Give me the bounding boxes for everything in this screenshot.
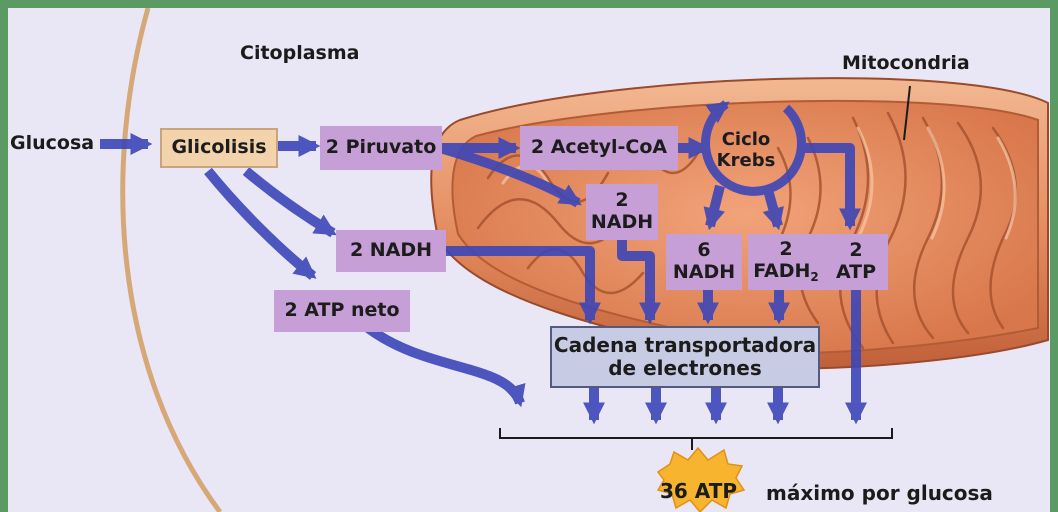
arrow-atpneto-down [368, 328, 520, 403]
cadena-line2: de electrones [608, 357, 762, 380]
diagram-stage: Citoplasma Mitocondria Glucosa máximo po… [8, 8, 1050, 512]
atp-krebs-box: 2 ATP [824, 234, 888, 290]
total-atp-label: 36 ATP [660, 479, 737, 503]
fadh-label-wrap: FADH2 [753, 261, 819, 285]
ciclo-line1: Ciclo [722, 130, 771, 151]
atp-krebs-num: 2 [849, 240, 862, 262]
nadh-krebs-num: 6 [697, 240, 710, 262]
nadh-krebs-box: 6 NADH [666, 234, 742, 290]
ciclo-krebs-label: Ciclo Krebs [710, 121, 782, 181]
nadh-pyruvate-label: NADH [591, 212, 653, 234]
nadh-pyruvate-box: 2 NADH [586, 184, 658, 240]
cell-membrane [123, 8, 220, 512]
nadh-glycolysis-box: 2 NADH [336, 230, 446, 272]
atp-krebs-label: ATP [836, 262, 876, 284]
nadh-pyruvate-num: 2 [615, 190, 628, 212]
maximo-label: máximo por glucosa [766, 481, 993, 505]
atp-neto-box: 2 ATP neto [274, 290, 410, 332]
ciclo-line2: Krebs [717, 151, 776, 172]
cadena-line1: Cadena transportadora [554, 334, 816, 357]
glucosa-label: Glucosa [10, 132, 94, 154]
mitocondria-label: Mitocondria [842, 52, 970, 74]
piruvato-box: 2 Piruvato [320, 126, 442, 170]
acetyl-coa-box: 2 Acetyl-CoA [520, 126, 678, 170]
glicolisis-box: Glicolisis [160, 128, 278, 168]
fadh-num: 2 [779, 239, 792, 261]
cadena-transportadora-box: Cadena transportadora de electrones [550, 326, 820, 388]
citoplasma-label: Citoplasma [240, 42, 359, 64]
fadh-label: FADH [753, 260, 810, 282]
diagram-artwork [8, 8, 1050, 512]
nadh-krebs-label: NADH [673, 262, 735, 284]
total-bracket [500, 428, 892, 450]
fadh-box: 2 FADH2 [748, 234, 824, 290]
fadh-subscript: 2 [810, 270, 818, 284]
